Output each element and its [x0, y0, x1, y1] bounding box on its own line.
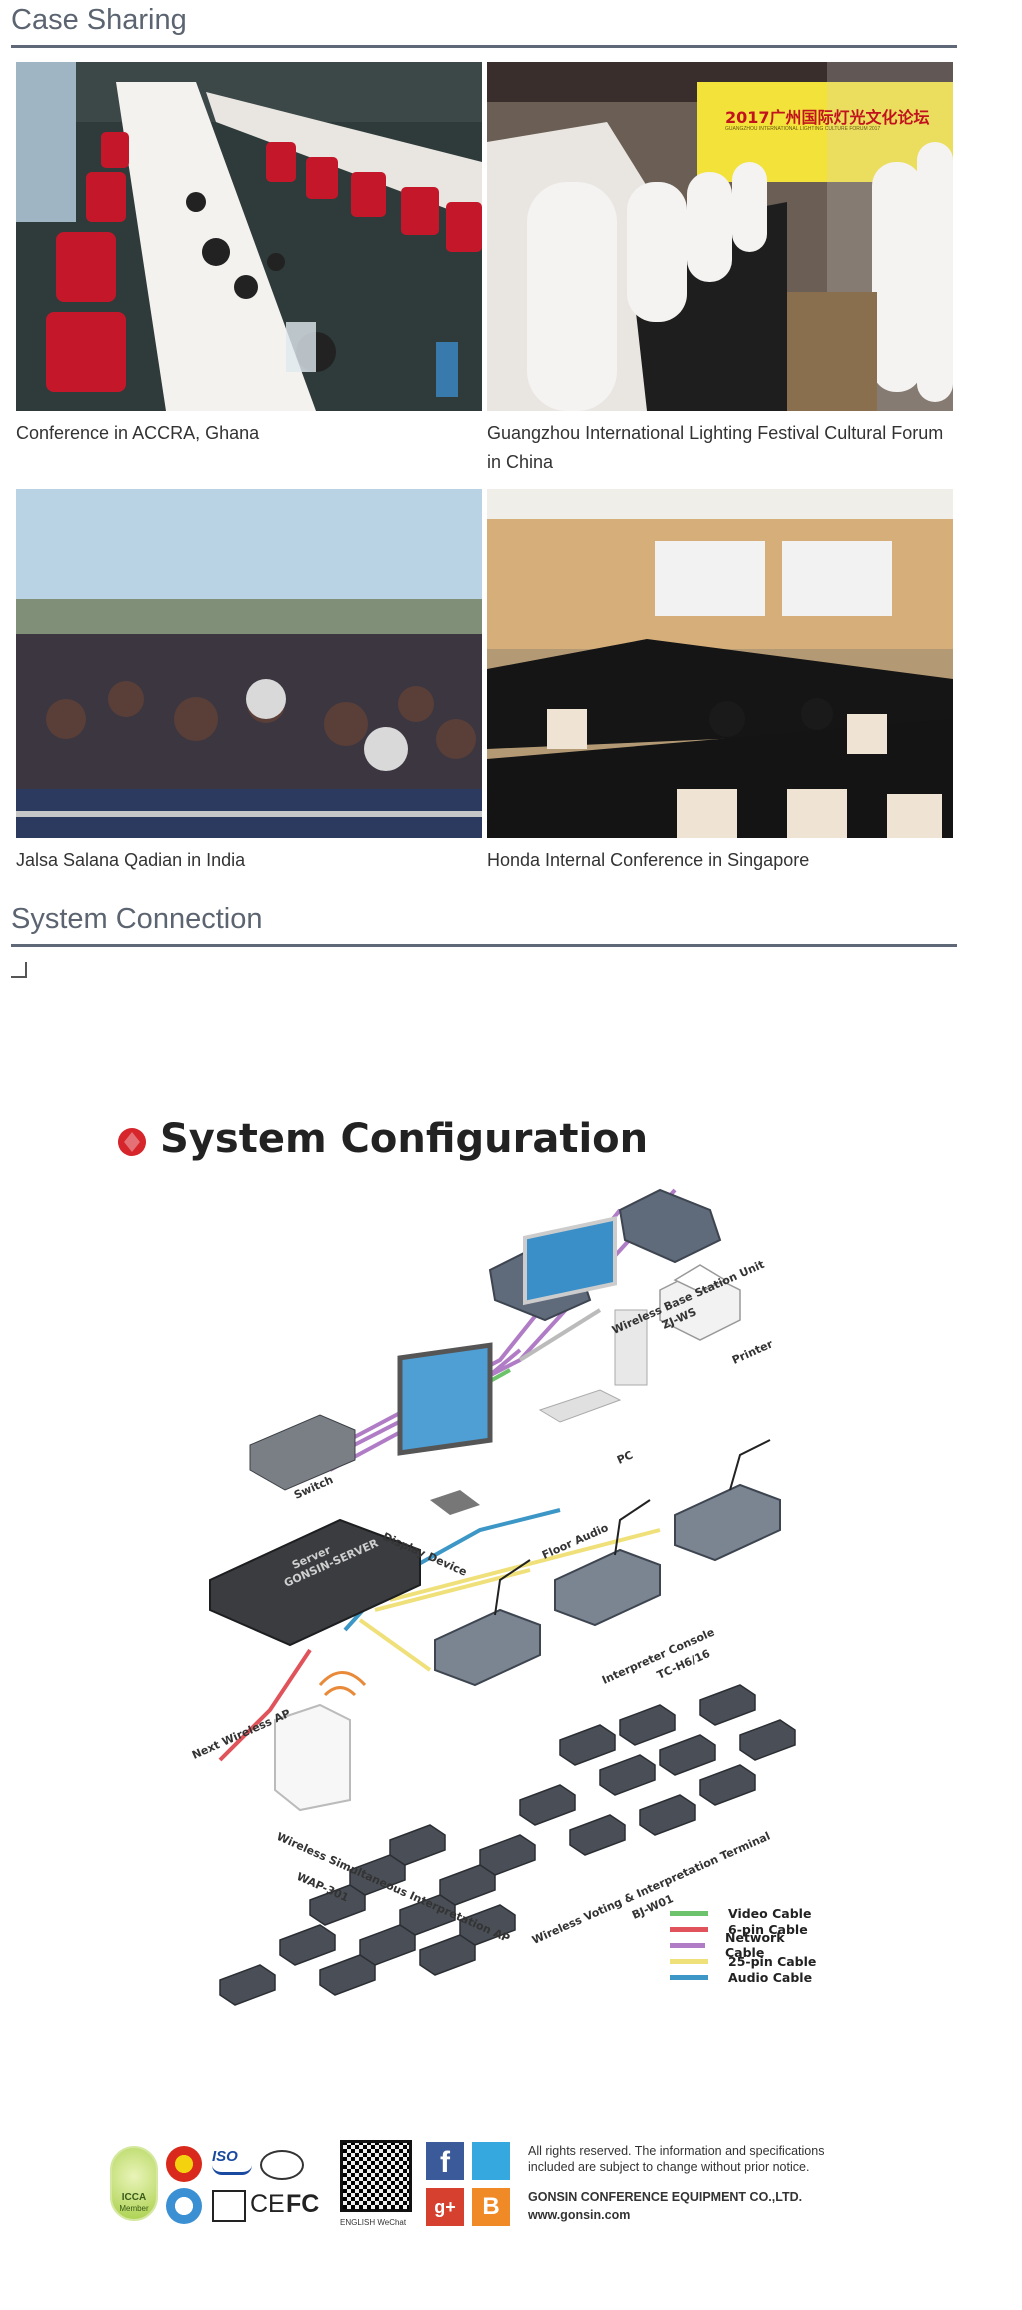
- voting-terminal-icon: [699, 1764, 756, 1806]
- legend-item: 25-pin Cable: [670, 1953, 820, 1969]
- voting-terminal-icon: [389, 1824, 446, 1866]
- wechat-qr-code[interactable]: [340, 2140, 412, 2212]
- legend-item: Network Cable: [670, 1930, 820, 1960]
- system-configuration-diagram: System Configuration Wireless Base Stati…: [100, 1110, 820, 2010]
- ccc-icon: [260, 2150, 304, 2180]
- voting-terminal-icon: [439, 1864, 496, 1906]
- case-caption: Jalsa Salana Qadian in India: [16, 850, 246, 870]
- footer: ICCA Member ISO CE FC ENGLISH WeChat f g…: [100, 2138, 920, 2248]
- google-plus-icon[interactable]: g+: [426, 2188, 464, 2226]
- voting-terminal-icon: [639, 1794, 696, 1836]
- case-caption: Guangzhou International Lighting Festiva…: [487, 423, 944, 472]
- case-caption: Conference in ACCRA, Ghana: [16, 423, 260, 443]
- legend-label: Network Cable: [724, 1930, 785, 1960]
- case-photo[interactable]: [16, 62, 482, 411]
- cable-legend: Video Cable 6-pin Cable Network Cable 25…: [670, 1905, 820, 1985]
- voting-terminal-icon: [319, 1954, 376, 1996]
- iso-badge: ISO: [212, 2148, 252, 2184]
- legend-swatch: [670, 1958, 708, 1964]
- legend-swatch: [670, 1910, 708, 1916]
- case-caption: Honda Internal Conference in Singapore: [487, 850, 810, 870]
- case-photo[interactable]: [16, 489, 482, 838]
- legend-item: 6-pin Cable: [670, 1921, 820, 1937]
- diagram-title: System Configuration: [160, 1116, 649, 1162]
- ce-mark: CE: [250, 2190, 285, 2218]
- legend-label: 6-pin Cable: [728, 1921, 808, 1937]
- system-connection-title: System Connection: [11, 903, 957, 947]
- voting-terminal-icon: [359, 1924, 416, 1966]
- voting-terminal-icon: [739, 1719, 796, 1761]
- legend-swatch: [670, 1942, 705, 1948]
- voting-terminal-icon: [659, 1734, 716, 1776]
- voting-terminal-icon: [219, 1964, 276, 2006]
- rights-line-2: included are subject to change without p…: [528, 2160, 810, 2174]
- case-photo[interactable]: 2017广州国际灯光文化论坛 GUANGZHOU INTERNATIONAL L…: [487, 62, 953, 411]
- legend-label: Audio Cable: [728, 1969, 813, 1985]
- voting-terminal-icon: [279, 1924, 336, 1966]
- voting-terminal-icon: [569, 1814, 626, 1856]
- legend-label: 25-pin Cable: [728, 1953, 817, 1969]
- legend-item: Video Cable: [670, 1905, 820, 1921]
- voting-terminal-icon: [699, 1684, 756, 1726]
- company-name: GONSIN CONFERENCE EQUIPMENT CO.,LTD.: [528, 2190, 803, 2204]
- case-card[interactable]: 2017广州国际灯光文化论坛 GUANGZHOU INTERNATIONAL L…: [487, 62, 953, 477]
- twitter-icon[interactable]: [472, 2142, 510, 2180]
- iso-text: ISO: [212, 2148, 238, 2165]
- case-sharing-title: Case Sharing: [11, 4, 957, 48]
- icca-sub: Member: [119, 2204, 149, 2213]
- icca-badge[interactable]: ICCA Member: [110, 2146, 158, 2221]
- legend-swatch: [670, 1974, 708, 1980]
- voting-terminal-icon: [519, 1784, 576, 1826]
- voting-terminal-icon: [479, 1834, 536, 1876]
- voting-terminal-icon: [419, 1934, 476, 1976]
- voting-terminal-icon: [559, 1724, 616, 1766]
- voting-terminal-icon: [459, 1904, 516, 1946]
- banner-text: 2017广州国际灯光文化论坛: [725, 108, 930, 127]
- wechat-label: ENGLISH WeChat: [340, 2218, 407, 2227]
- broken-image-icon: [11, 962, 27, 978]
- blogger-icon[interactable]: B: [472, 2188, 510, 2226]
- case-card[interactable]: Conference in ACCRA, Ghana: [16, 62, 482, 448]
- fc-mark: FC: [286, 2190, 320, 2218]
- facebook-icon[interactable]: f: [426, 2142, 464, 2180]
- case-card[interactable]: Honda Internal Conference in Singapore: [487, 489, 953, 875]
- iso-arc-icon: [212, 2165, 252, 2175]
- emblem-icon: [166, 2146, 202, 2182]
- banner-subtext: GUANGZHOU INTERNATIONAL LIGHTING CULTURE…: [725, 126, 881, 132]
- voting-terminal-icon: [619, 1704, 676, 1746]
- legend-swatch: [670, 1926, 708, 1932]
- website-link[interactable]: www.gonsin.com: [528, 2208, 631, 2222]
- icca-text: ICCA: [121, 2192, 147, 2203]
- legend-label: Video Cable: [728, 1905, 812, 1921]
- case-photo[interactable]: [487, 489, 953, 838]
- legend-item: Audio Cable: [670, 1969, 820, 1985]
- rights-line-1: All rights reserved. The information and…: [528, 2144, 825, 2158]
- case-card[interactable]: Jalsa Salana Qadian in India: [16, 489, 482, 875]
- rohs-icon: [212, 2190, 246, 2222]
- voting-terminal-icon: [599, 1754, 656, 1796]
- certification-icon: [166, 2188, 202, 2224]
